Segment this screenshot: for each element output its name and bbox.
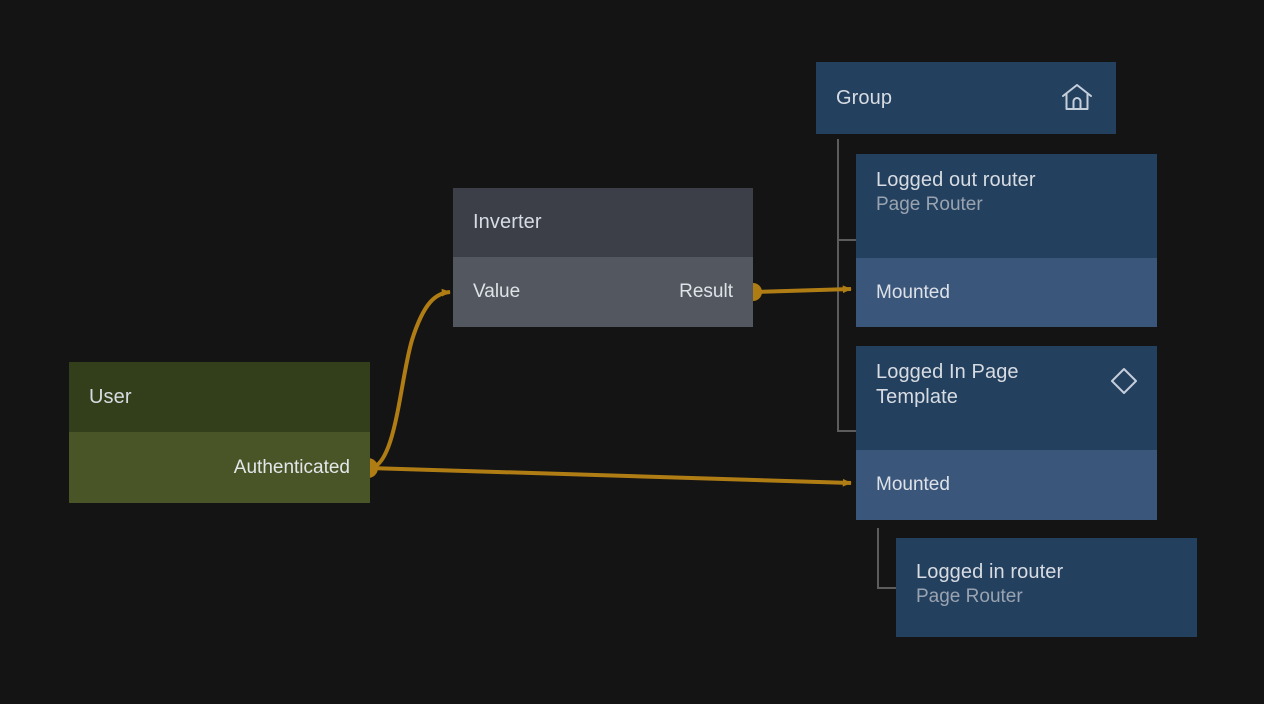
inverter-output-result[interactable]: Result [679, 281, 733, 302]
logged-in-template-port-mounted[interactable]: Mounted [856, 450, 1157, 520]
home-icon [1060, 82, 1094, 117]
logged-in-template-title: Logged In Page Template [876, 361, 1019, 408]
inverter-input-value[interactable]: Value [473, 281, 521, 302]
inverter-title: Inverter [473, 211, 542, 233]
port-label-mounted: Mounted [876, 281, 950, 303]
node-logged-in-page-template[interactable]: Logged In Page Template Mounted [856, 346, 1157, 520]
node-logged-in-router[interactable]: Logged in router Page Router [896, 538, 1197, 637]
port-label-mounted: Mounted [876, 474, 950, 495]
logged-out-router-subtitle: Page Router [876, 194, 983, 215]
wire-authenticated-to-value [369, 288, 451, 470]
wire-result-to-mounted-1 [755, 285, 852, 294]
diamond-icon [1109, 366, 1139, 401]
node-user[interactable]: User Authenticated [69, 362, 370, 503]
user-title: User [89, 385, 132, 408]
logged-in-router-subtitle: Page Router [916, 586, 1023, 607]
logged-out-router-title: Logged out router [876, 169, 1036, 191]
user-output-authenticated[interactable]: Authenticated [233, 456, 350, 478]
user-header: User [69, 362, 370, 432]
logged-in-template-header: Logged In Page Template [856, 346, 1157, 450]
node-inverter[interactable]: Inverter Value Result [453, 188, 753, 327]
inverter-header: Inverter [453, 188, 753, 257]
inverter-io-row[interactable]: Value Result [453, 257, 753, 327]
logged-in-router-header: Logged in router Page Router [916, 560, 1179, 609]
group-title: Group [836, 86, 893, 109]
logged-out-router-header: Logged out router Page Router [856, 154, 1157, 258]
group-header: Group [816, 62, 1116, 134]
logged-in-router-title: Logged in router [916, 561, 1064, 583]
wire-authenticated-to-mounted-2 [369, 466, 852, 487]
tree-bracket-group [837, 139, 856, 432]
user-io-row[interactable]: Authenticated [69, 432, 370, 503]
logged-out-router-port-mounted[interactable]: Mounted [856, 258, 1157, 327]
node-group[interactable]: Group [816, 62, 1116, 134]
tree-bracket-template [877, 528, 896, 589]
node-logged-out-router[interactable]: Logged out router Page Router Mounted [856, 154, 1157, 327]
